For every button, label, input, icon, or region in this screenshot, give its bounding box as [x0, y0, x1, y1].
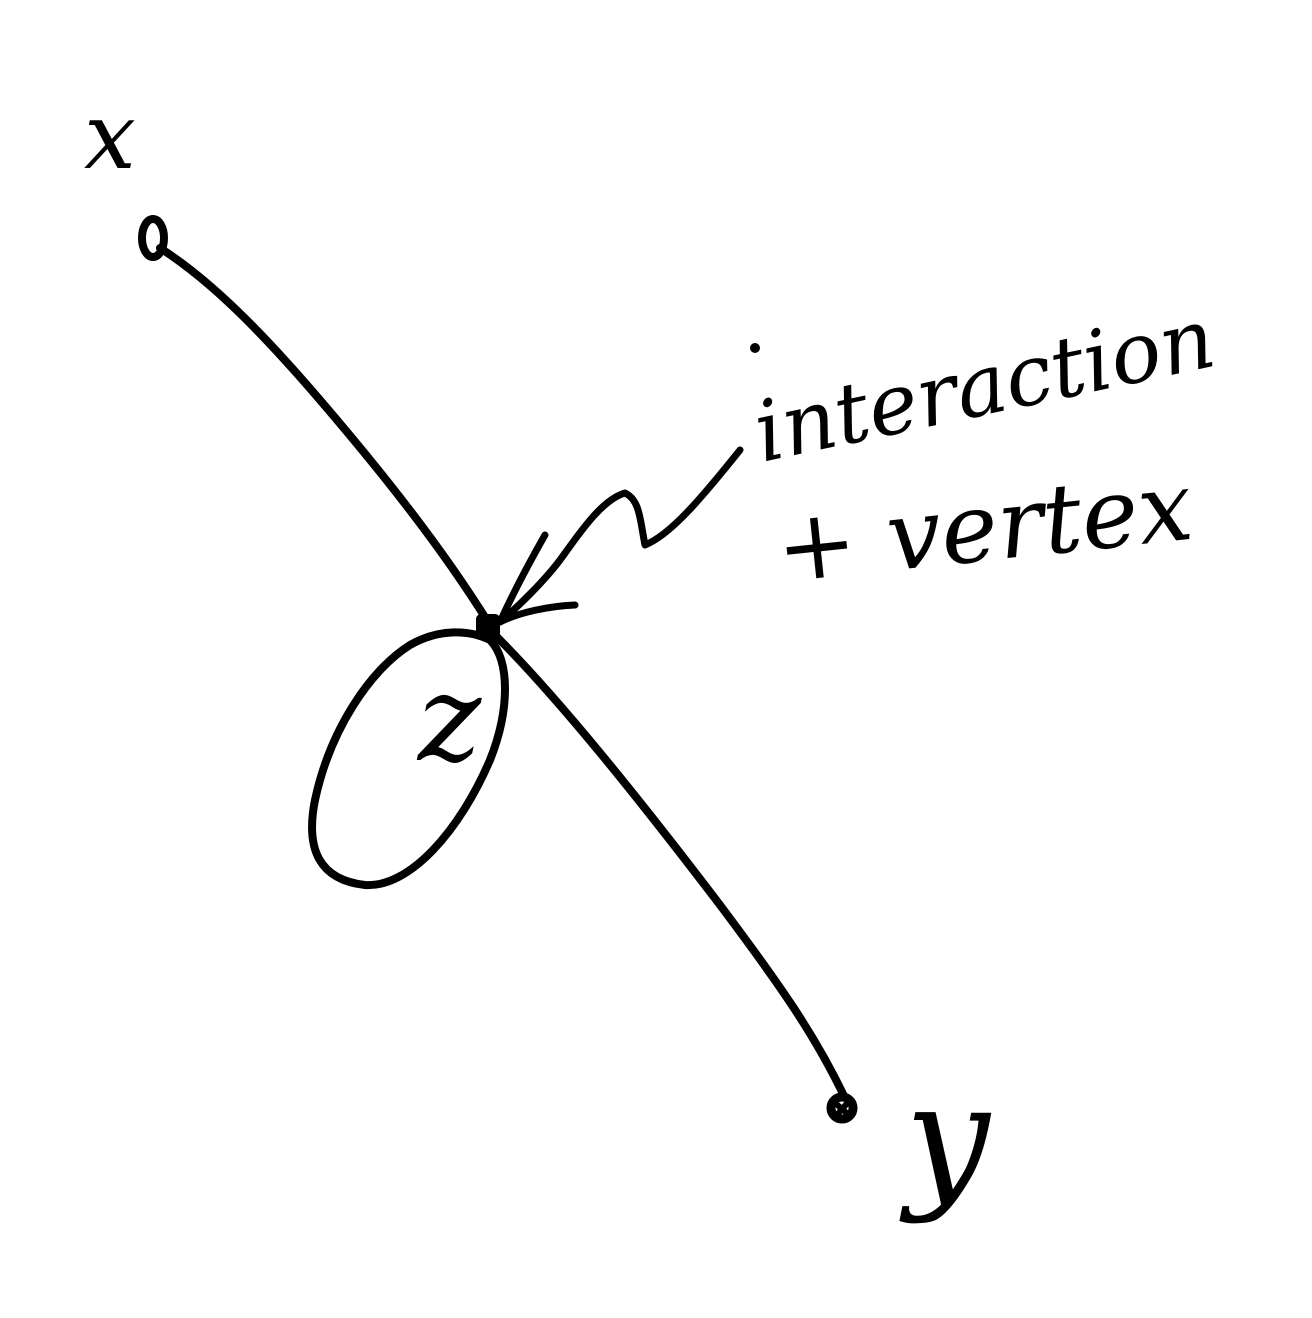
vertex-y-marker-fill	[831, 1097, 853, 1119]
edge-x-to-z	[156, 244, 492, 626]
annotation-arrowhead	[496, 531, 579, 626]
annotation-line-2: + vertex	[771, 450, 1198, 605]
annotation-dot	[750, 343, 760, 353]
vertex-y-marker	[826, 1092, 858, 1124]
vertex-y-label: y	[899, 1052, 992, 1226]
vertex-x-label: x	[84, 83, 136, 190]
vertex-x-marker	[138, 215, 168, 261]
edge-z-to-y	[492, 632, 849, 1102]
annotation-arrow	[496, 446, 744, 626]
vertex-z-loop	[308, 628, 509, 890]
vertex-z-label: z	[416, 650, 482, 789]
